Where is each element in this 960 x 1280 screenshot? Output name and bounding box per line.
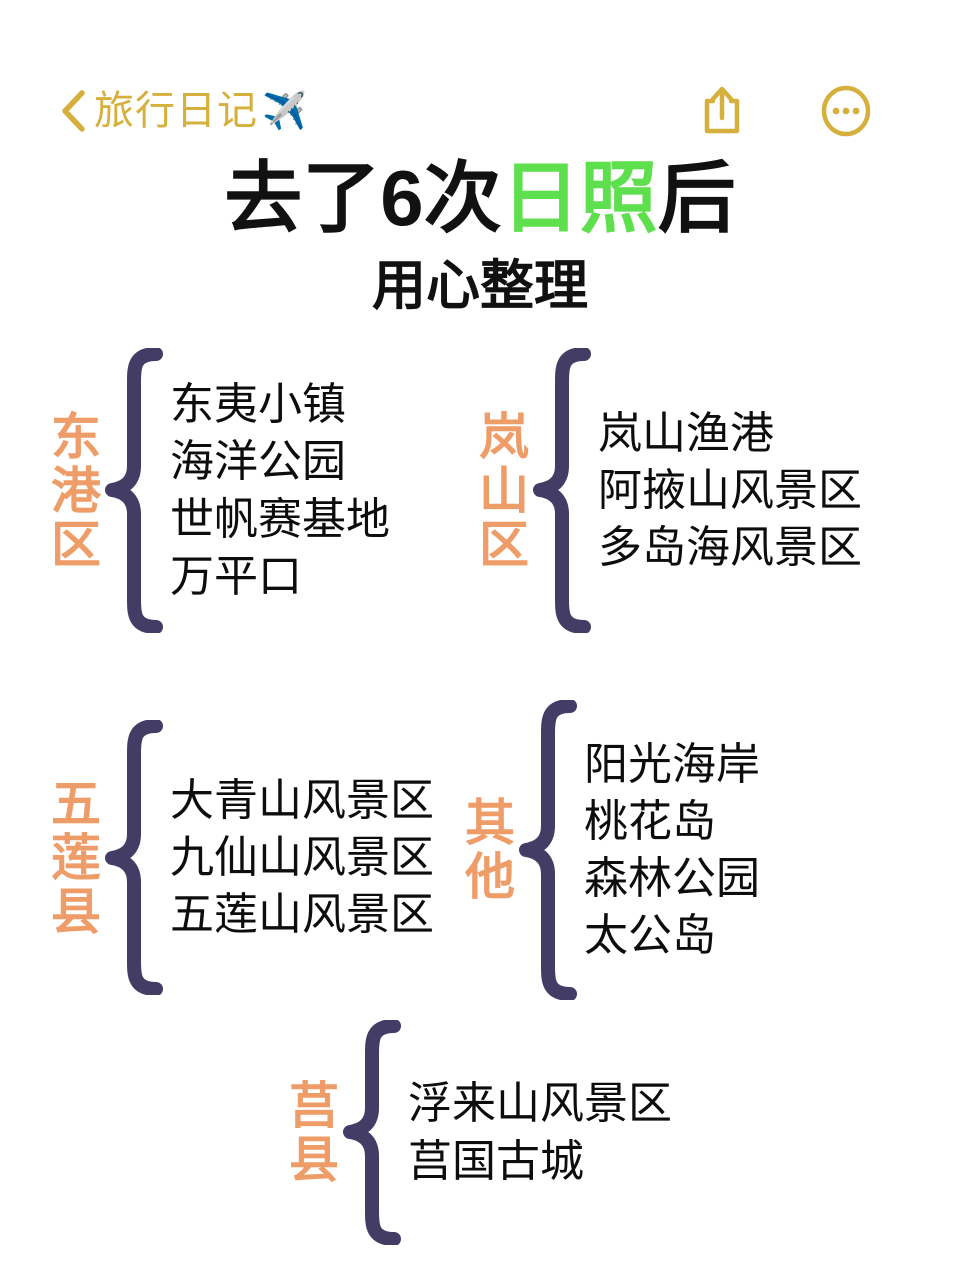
list-item: 海洋公园 [170,437,346,487]
title-suffix: 后 [657,154,736,242]
list-item: 桃花岛 [584,796,716,846]
title-prefix: 去了6次 [224,154,502,242]
group-qita: 其他 阳光海岸 桃花岛 森林公园 太公岛 [458,700,760,1000]
group-label: 其他 [458,796,514,904]
list-item: 大青山风景区 [170,775,434,825]
title-highlight: 日照 [501,154,658,242]
list-item: 多岛海风景区 [598,523,862,573]
list-item: 东夷小镇 [170,380,346,430]
list-item: 浮来山风景区 [408,1079,672,1129]
list-item: 莒国古城 [408,1136,584,1186]
nav-title: 旅行日记 [94,89,258,133]
nav-back-group[interactable]: 旅行日记 ✈️ [58,89,307,133]
more-ellipsis-icon[interactable] [820,84,872,138]
group-wulian: 五莲县 大青山风景区 九仙山风景区 五莲山风景区 [44,720,434,995]
group-juxian: 莒县 浮来山风景区 莒国古城 [282,1020,672,1245]
back-chevron-icon[interactable] [58,89,88,133]
group-label: 五莲县 [44,776,100,939]
group-items: 东夷小镇 海洋公园 世帆赛基地 万平口 [170,376,390,605]
list-item: 阳光海岸 [584,739,760,789]
brace-icon [105,348,163,633]
top-navigation-bar: 旅行日记 ✈️ [0,78,960,144]
airplane-icon: ✈️ [262,90,307,131]
list-item: 万平口 [170,551,302,601]
list-item: 岚山渔港 [598,408,774,458]
brace-icon [343,1020,401,1245]
brace-icon [533,348,591,633]
list-item: 世帆赛基地 [170,494,390,544]
list-item: 阿掖山风景区 [598,465,862,515]
group-items: 浮来山风景区 莒国古城 [408,1075,672,1189]
brace-icon [105,720,163,995]
group-label: 东港区 [44,409,100,572]
list-item: 太公岛 [584,911,716,961]
brace-icon [519,700,577,1000]
group-items: 阳光海岸 桃花岛 森林公园 太公岛 [584,736,760,965]
group-items: 大青山风景区 九仙山风景区 五莲山风景区 [170,772,434,944]
list-item: 九仙山风景区 [170,832,434,882]
page-subtitle: 用心整理 [372,256,588,316]
group-items: 岚山渔港 阿掖山风景区 多岛海风景区 [598,405,862,577]
page-title: 去了6次日照后 [0,157,960,240]
group-label: 岚山区 [472,409,528,572]
group-label: 莒县 [282,1078,338,1187]
list-item: 五莲山风景区 [170,890,434,940]
nav-actions [696,84,872,138]
list-item: 森林公园 [584,854,760,903]
group-lanshan: 岚山区 岚山渔港 阿掖山风景区 多岛海风景区 [472,348,862,633]
group-donggang: 东港区 东夷小镇 海洋公园 世帆赛基地 万平口 [44,348,390,633]
share-icon[interactable] [696,84,748,138]
